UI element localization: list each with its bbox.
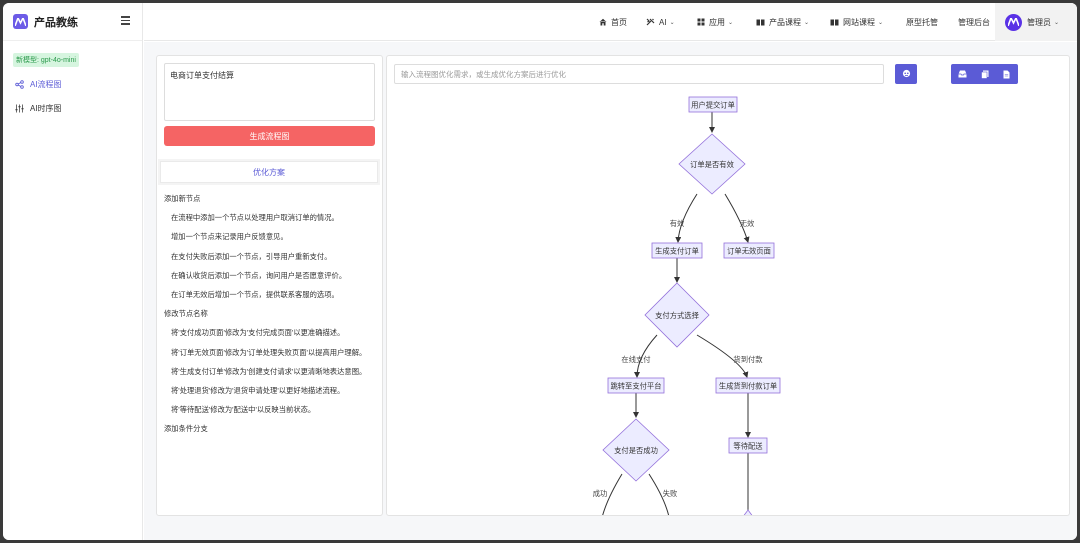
export-button-group [951, 64, 1018, 84]
suggestion-list: 在流程中添加一个节点以处理用户取消订单的情况。 增加一个节点来记录用户反馈意见。… [164, 213, 379, 300]
flow-decision-partial [743, 509, 753, 515]
nav-home[interactable]: 首页 [599, 3, 627, 41]
list-item: 将'等待配送'修改为'配送中'以反映当前状态。 [171, 405, 316, 415]
suggestion-list: 将'支付成功页面'修改为'支付完成页面'以更准确描述。 将'订单无效页面'修改为… [164, 328, 379, 415]
app-window: 产品教练 新模型: gpt-4o-mini AI流程图 AI时序图 首页 AI … [3, 3, 1077, 540]
flow-node-wait-delivery[interactable] [728, 437, 768, 454]
flowchart-canvas: 用户提交订单 订单是否有效 有效 无效 生成支付订单 订单无效页面 支付方式选择… [593, 96, 781, 515]
book-icon [830, 19, 839, 26]
sidebar-item-ai-sequence[interactable]: AI时序图 [15, 103, 62, 114]
chevron-down-icon: ⌄ [728, 19, 734, 26]
copy-icon[interactable] [974, 70, 996, 79]
nav-admin-backend-label: 管理后台 [958, 17, 990, 27]
nav-ai-label: AI [659, 17, 667, 27]
requirement-panel: 电商订单支付结算 生成流程图 优化方案 添加新节点 在流程中添加一个节点以处理用… [156, 55, 383, 516]
list-item: 在订单无效后增加一个节点，提供联系客服的选项。 [171, 290, 339, 300]
chevron-down-icon: ⌄ [669, 19, 675, 26]
section-heading: 添加新节点 [164, 194, 201, 203]
brand-name: 产品教练 [34, 16, 78, 29]
user-menu[interactable]: 管理员 ⌄ [995, 3, 1077, 41]
menu-toggle-icon[interactable] [121, 16, 130, 25]
sidebar-item-label: AI流程图 [30, 80, 62, 89]
flow-node-label: 等待配送 [733, 442, 763, 451]
requirement-input[interactable]: 电商订单支付结算 [164, 63, 375, 121]
model-badge: 新模型: gpt-4o-mini [13, 53, 79, 67]
flow-edge-label: 有效 [670, 219, 685, 228]
nav-product-course[interactable]: 产品课程 ⌄ [756, 3, 809, 41]
flow-node-label: 支付方式选择 [655, 311, 699, 320]
ai-optimize-button[interactable] [895, 64, 917, 84]
nav-admin-backend[interactable]: 管理后台 [958, 3, 990, 41]
flow-node-invalid-page[interactable] [723, 242, 775, 259]
optimization-plan-content: 添加新节点 在流程中添加一个节点以处理用户取消订单的情况。 增加一个节点来记录用… [164, 194, 379, 444]
sidebar-item-label: AI时序图 [30, 104, 62, 113]
flowchart-panel: 用户提交订单 订单是否有效 有效 无效 生成支付订单 订单无效页面 支付方式选择… [386, 55, 1070, 516]
nav-apps[interactable]: 应用 ⌄ [697, 3, 733, 41]
top-navbar: 首页 AI ⌄ 应用 ⌄ 产品课程 ⌄ 网站课程 ⌄ 原型托管 管理后台 [144, 3, 1077, 41]
list-item: 在流程中添加一个节点以处理用户取消订单的情况。 [171, 213, 339, 223]
book-icon [756, 19, 765, 26]
nav-product-course-label: 产品课程 [769, 17, 801, 27]
nav-ai[interactable]: AI ⌄ [646, 3, 675, 41]
flow-decision-valid[interactable] [678, 133, 746, 195]
flow-node-label: 跳转至支付平台 [610, 382, 661, 391]
flow-node-gen-pay[interactable] [651, 242, 703, 259]
home-icon [599, 18, 607, 26]
flow-edge-label: 在线支付 [621, 355, 650, 364]
list-item: 将'支付成功页面'修改为'支付完成页面'以更准确描述。 [171, 328, 345, 338]
sidebar: 产品教练 新模型: gpt-4o-mini AI流程图 AI时序图 [3, 3, 143, 540]
optimize-request-input[interactable] [394, 64, 884, 84]
chevron-down-icon: ⌄ [878, 19, 884, 26]
list-item: 在确认收货后添加一个节点，询问用户是否愿意评价。 [171, 270, 347, 280]
flow-edge-label: 无效 [740, 219, 755, 228]
nav-website-course-label: 网站课程 [843, 17, 875, 27]
flow-decision-pay-method[interactable] [644, 282, 710, 348]
user-name: 管理员 [1027, 17, 1051, 27]
nav-prototype[interactable]: 原型托管 [906, 3, 938, 41]
tools-icon [646, 18, 655, 26]
section-heading: 修改节点名称 [164, 309, 208, 319]
nav-apps-label: 应用 [709, 17, 725, 27]
generate-flowchart-button[interactable]: 生成流程图 [164, 126, 375, 146]
sidebar-item-ai-flowchart[interactable]: AI流程图 [15, 79, 62, 90]
tab-optimization-plan[interactable]: 优化方案 [160, 161, 378, 183]
logo-icon [13, 14, 28, 29]
brand[interactable]: 产品教练 [3, 3, 142, 41]
list-item: 将'订单无效页面'修改为'订单处理失败页面'以提高用户理解。 [171, 347, 367, 357]
robot-icon [902, 69, 911, 80]
nav-prototype-label: 原型托管 [906, 17, 938, 27]
list-item: 将'生成支付订单'修改为'创建支付请求'以更清晰地表达意图。 [171, 366, 367, 376]
flowchart-edges [602, 112, 751, 515]
list-item: 在支付失败后添加一个节点，引导用户重新支付。 [171, 251, 332, 261]
nav-home-label: 首页 [611, 17, 627, 27]
document-icon[interactable] [996, 70, 1018, 79]
avatar [1005, 13, 1022, 31]
chevron-down-icon: ⌄ [1054, 19, 1060, 26]
flow-node-label: 支付是否成功 [614, 446, 658, 455]
chevron-down-icon: ⌄ [804, 19, 810, 26]
inbox-icon[interactable] [952, 70, 974, 78]
flow-node-jump-pay[interactable] [607, 377, 665, 394]
flow-node-label: 生成支付订单 [655, 247, 699, 256]
section-heading: 添加条件分支 [164, 424, 208, 434]
flow-edge-label: 货到付款 [733, 355, 763, 364]
main-content: 电商订单支付结算 生成流程图 优化方案 添加新节点 在流程中添加一个节点以处理用… [144, 42, 1077, 540]
sliders-icon [15, 104, 24, 113]
flow-node-label: 用户提交订单 [691, 101, 735, 110]
flow-node-cod-order[interactable] [715, 377, 781, 394]
flow-edge-label: 失败 [663, 489, 678, 498]
list-item: 将'处理退货'修改为'退货申请处理'以更好地描述流程。 [171, 386, 345, 396]
flow-node-label: 订单是否有效 [690, 160, 734, 169]
flow-node-label: 生成货到付款订单 [719, 382, 777, 391]
flow-icon [15, 80, 24, 89]
flow-decision-pay-success[interactable] [602, 418, 670, 482]
nav-website-course[interactable]: 网站课程 ⌄ [830, 3, 883, 41]
flow-node-label: 订单无效页面 [727, 247, 771, 256]
grid-icon [697, 18, 705, 26]
flow-edge-label: 成功 [593, 489, 608, 498]
list-item: 增加一个节点来记录用户反馈意见。 [171, 232, 288, 242]
flow-node-submit[interactable] [688, 96, 738, 113]
